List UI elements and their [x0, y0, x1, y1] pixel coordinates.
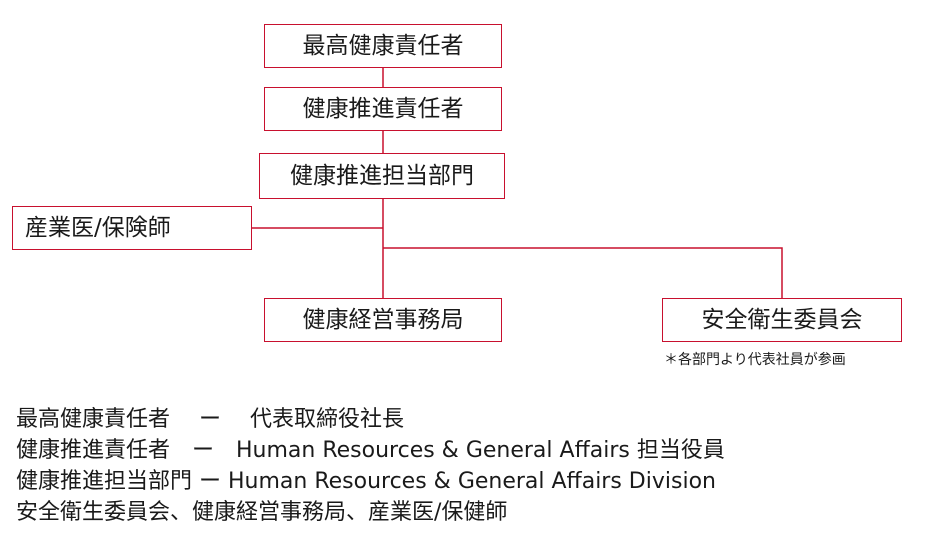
node-label: 健康推進責任者 [302, 95, 464, 122]
node-safety-health-committee: 安全衛生委員会 [662, 298, 902, 342]
node-label: 最高健康責任者 [302, 32, 464, 59]
node-health-promotion-department: 健康推進担当部門 [259, 153, 505, 199]
node-chief-health-officer: 最高健康責任者 [264, 24, 502, 68]
node-label: 安全衛生委員会 [701, 306, 863, 333]
role-legend: 最高健康責任者 ー 代表取締役社長 健康推進責任者 ー Human Resour… [16, 404, 725, 528]
legend-row-chief: 最高健康責任者 ー 代表取締役社長 [16, 407, 404, 432]
committee-note: ＊各部門より代表社員が参画 [664, 352, 846, 368]
legend-row-promotion-officer: 健康推進責任者 ー Human Resources & General Affa… [16, 438, 725, 463]
node-label: 産業医/保険師 [25, 214, 171, 241]
node-health-management-secretariat: 健康経営事務局 [264, 298, 502, 342]
legend-row-promotion-department: 健康推進担当部門 ー Human Resources & General Aff… [16, 469, 716, 494]
node-label: 健康経営事務局 [302, 306, 464, 333]
node-health-promotion-officer: 健康推進責任者 [264, 87, 502, 131]
node-industrial-physician: 産業医/保険師 [12, 206, 252, 250]
node-label: 健康推進担当部門 [290, 162, 474, 189]
legend-row-members: 安全衛生委員会、健康経営事務局、産業医/保健師 [16, 500, 508, 525]
connector-to-committee [383, 247, 783, 298]
